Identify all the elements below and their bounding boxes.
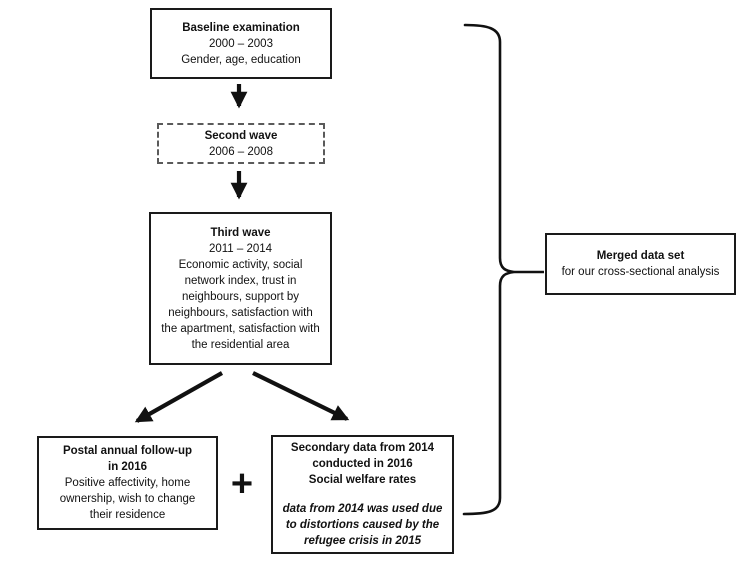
postal-title-line1: Postal annual follow-up: [62, 445, 193, 457]
postal-variables: Positive affectivity, home ownership, wi…: [59, 477, 196, 521]
merged-subtitle: for our cross-sectional analysis: [561, 266, 720, 278]
second-wave-box: Second wave 2006 – 2008: [157, 123, 325, 164]
baseline-title: Baseline examination: [182, 21, 300, 34]
merged-dataset-box: Merged data set for our cross-sectional …: [545, 233, 736, 295]
merge-brace: [462, 23, 515, 516]
secondary-title-line1: Secondary data from 2014: [290, 442, 435, 454]
arrow-third-to-secondary: [252, 371, 350, 421]
secondary-note: data from 2014 was used due to distortio…: [282, 503, 443, 547]
postal-followup-box: Postal annual follow-up in 2016 Positive…: [37, 436, 218, 530]
second-wave-title: Second wave: [204, 129, 278, 142]
secondary-data-box: Secondary data from 2014 conducted in 20…: [271, 435, 454, 554]
secondary-title-line3: Social welfare rates: [308, 474, 417, 486]
plus-sign: +: [230, 463, 254, 505]
baseline-examination-box: Baseline examination 2000 – 2003 Gender,…: [150, 8, 332, 79]
second-wave-period: 2006 – 2008: [209, 145, 273, 158]
arrow-third-to-postal: [134, 371, 224, 423]
baseline-period: 2000 – 2003: [209, 37, 273, 50]
third-wave-title: Third wave: [210, 226, 271, 239]
baseline-variables: Gender, age, education: [181, 53, 301, 66]
secondary-title-line2: conducted in 2016: [312, 458, 413, 470]
third-wave-period: 2011 – 2014: [208, 242, 273, 255]
merged-title: Merged data set: [596, 250, 685, 262]
third-wave-box: Third wave 2011 – 2014 Economic activity…: [149, 212, 332, 365]
third-wave-variables: Economic activity, social network index,…: [161, 258, 320, 351]
postal-title-line2: in 2016: [108, 461, 147, 473]
